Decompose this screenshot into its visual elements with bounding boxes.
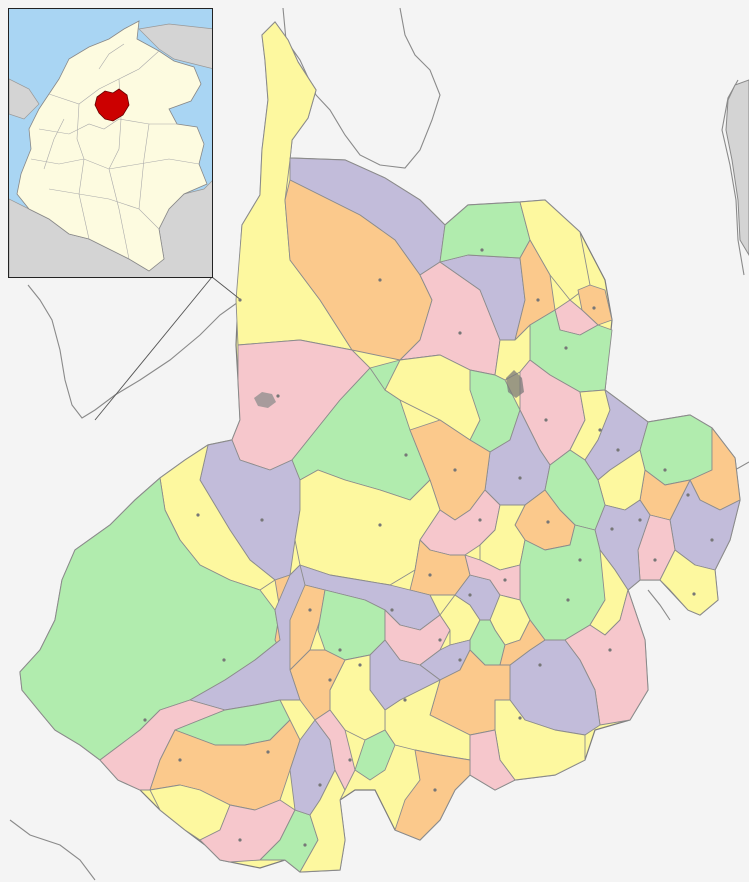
water-body-west [254,392,276,408]
inset-callout-lines [94,276,242,421]
inset-neighbor-land-northwest [9,78,40,120]
municipality-orange-far-south [394,749,471,841]
neighbor-gray-area [725,79,749,256]
municipality-pink-south-long [469,729,516,791]
locator-inset [8,8,213,278]
inset-internal-borders [30,43,200,260]
inset-highlighted-department [94,88,130,122]
municipality-yellow-far-south [299,769,346,873]
water-body-center [506,370,524,398]
municipality-yellow-diagonal [384,354,481,441]
inset-country [16,20,208,272]
locator-inset-map [9,9,212,277]
municipality-yellow-southeast [659,549,719,616]
municipality-seat-dots [143,248,714,847]
municipality-pink-south-tip [314,709,356,791]
municipalities [19,21,741,873]
